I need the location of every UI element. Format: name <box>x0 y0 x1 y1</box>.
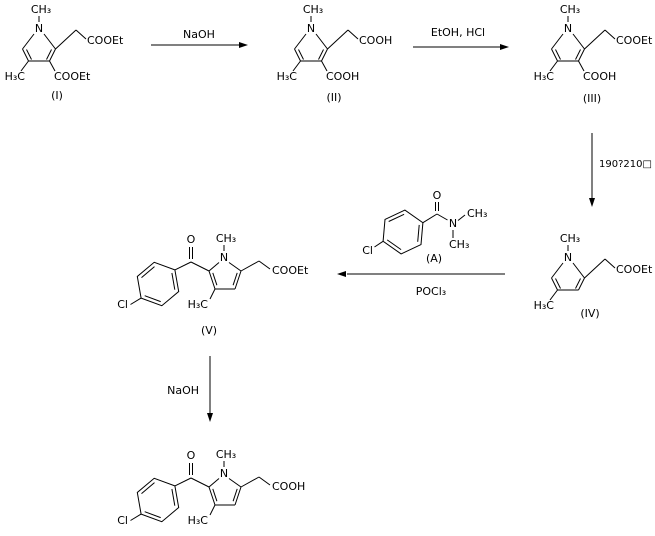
reagent-step5-label: NaOH <box>167 384 199 397</box>
arrow-step4: POCl₃ <box>337 271 505 298</box>
reagent-step4-label: POCl₃ <box>416 285 446 298</box>
compound-IV-c4-methyl-label: H₃C <box>534 299 555 312</box>
compound-III-n-methyl-label: CH₃ <box>560 3 580 16</box>
compound-A-n-methyl-2-label: CH₃ <box>449 238 469 251</box>
arrow-step1: NaOH <box>151 28 248 48</box>
arrowhead-right-icon <box>239 42 248 48</box>
arrow-step2: EtOH, HCl <box>413 26 509 50</box>
compound-II-bonds <box>292 16 359 72</box>
compound-final-n-methyl-label: CH₃ <box>216 448 236 461</box>
compound-final-side-chain-label: COOH <box>272 480 305 493</box>
compound-II-c4-methyl-label: H₃C <box>277 70 298 83</box>
compound-final-chloro-label: Cl <box>117 514 128 527</box>
compound-A-bonds <box>374 202 466 255</box>
compound-IV: CH₃ N COOEt H₃C (IV) <box>534 232 653 320</box>
compound-III-ring-nitrogen-label: N <box>564 22 572 35</box>
compound-I-label: (I) <box>51 89 63 102</box>
compound-III-side-chain-label: COOEt <box>616 34 653 47</box>
compound-IV-ring-nitrogen-label: N <box>564 251 572 264</box>
compound-A-amide-nitrogen-label: N <box>449 217 457 230</box>
compound-I-c3-substituent-label: COOEt <box>54 70 91 83</box>
compound-final-bonds <box>130 461 271 523</box>
compound-II-c3-substituent-label: COOH <box>326 70 359 83</box>
compound-final: CH₃ N O COOH H₃C Cl <box>117 448 305 527</box>
arrow-step3: 190?210□ <box>589 133 652 207</box>
reagent-step3-label: 190?210□ <box>599 159 652 170</box>
compound-A-chloro-label: Cl <box>362 244 373 257</box>
compound-II-label: (II) <box>326 91 341 104</box>
compound-III-c3-substituent-label: COOH <box>583 70 616 83</box>
compound-I-ring-nitrogen-label: N <box>35 22 43 35</box>
compound-III-label: (III) <box>583 92 601 105</box>
compound-III-bonds <box>549 16 616 72</box>
arrowhead-down-icon <box>589 198 595 207</box>
compound-V-chloro-label: Cl <box>117 298 128 311</box>
compound-final-ring-nitrogen-label: N <box>220 467 228 480</box>
reagent-step1-label: NaOH <box>183 28 215 41</box>
compound-V-bonds <box>130 245 271 307</box>
compound-I-side-chain-label: COOEt <box>87 34 124 47</box>
arrowhead-down-icon <box>207 413 213 422</box>
arrowhead-left-icon <box>337 271 346 277</box>
compound-V-ring-nitrogen-label: N <box>220 251 228 264</box>
compound-V-c4-methyl-label: H₃C <box>188 298 209 311</box>
compound-IV-bonds <box>549 245 616 301</box>
compound-III: CH₃ N COOEt COOH H₃C (III) <box>534 3 653 105</box>
compound-V-n-methyl-label: CH₃ <box>216 232 236 245</box>
compound-V: CH₃ N O COOEt H₃C Cl (V) <box>117 232 309 337</box>
arrow-step5: NaOH <box>167 356 213 422</box>
compound-V-label: (V) <box>201 324 217 337</box>
compound-IV-label: (IV) <box>580 307 599 320</box>
compound-II-n-methyl-label: CH₃ <box>303 3 323 16</box>
reagent-step2-label: EtOH, HCl <box>431 26 485 39</box>
compound-I-bonds <box>20 16 87 72</box>
compound-II: CH₃ N COOH COOH H₃C (II) <box>277 3 393 104</box>
compound-I-n-methyl-label: CH₃ <box>31 3 51 16</box>
compound-II-ring-nitrogen-label: N <box>307 22 315 35</box>
compound-IV-side-chain-label: COOEt <box>616 263 653 276</box>
compound-final-carbonyl-oxygen-label: O <box>187 449 196 462</box>
compound-V-carbonyl-oxygen-label: O <box>187 233 196 246</box>
arrowhead-right-icon <box>500 44 509 50</box>
compound-I-c4-methyl-label: H₃C <box>5 70 26 83</box>
compound-A-label: (A) <box>426 252 442 265</box>
compound-V-side-chain-label: COOEt <box>272 264 309 277</box>
compound-A-n-methyl-1-label: CH₃ <box>467 207 487 220</box>
compound-A: O N CH₃ CH₃ Cl (A) <box>362 189 487 265</box>
compound-IV-n-methyl-label: CH₃ <box>560 232 580 245</box>
compound-I: CH₃ N COOEt COOEt H₃C (I) <box>5 3 124 102</box>
compound-A-carbonyl-oxygen-label: O <box>433 189 442 202</box>
compound-II-side-chain-label: COOH <box>359 34 392 47</box>
compound-III-c4-methyl-label: H₃C <box>534 70 555 83</box>
compound-final-c4-methyl-label: H₃C <box>188 514 209 527</box>
